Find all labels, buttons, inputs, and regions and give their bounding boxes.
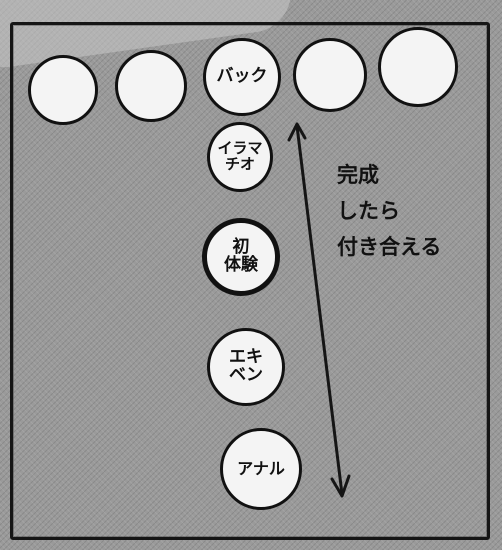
top-circle-back: バック <box>203 38 281 116</box>
note-line-3: 付き合える <box>337 235 442 259</box>
note-line-2: したら <box>337 199 400 223</box>
column-circle-hatsutaiken: 初 体験 <box>202 218 280 296</box>
top-circle-1 <box>28 55 98 125</box>
column-circle-anal-label: アナル <box>237 458 285 478</box>
column-circle-anal: アナル <box>220 428 302 510</box>
top-circle-2 <box>115 50 187 122</box>
column-circle-hatsutaiken-label: 初 体験 <box>224 237 258 275</box>
chart-frame <box>10 22 490 540</box>
note-line-1: 完成 <box>337 163 379 187</box>
top-circle-4 <box>293 38 367 112</box>
top-circle-back-label: バック <box>216 66 268 87</box>
top-circle-5 <box>378 27 458 107</box>
column-circle-irama-label: イラマ チオ <box>217 139 263 173</box>
column-circle-irama: イラマ チオ <box>207 122 273 192</box>
column-circle-ekiben-label: エキ ベン <box>229 347 263 385</box>
column-circle-ekiben: エキ ベン <box>207 328 285 406</box>
